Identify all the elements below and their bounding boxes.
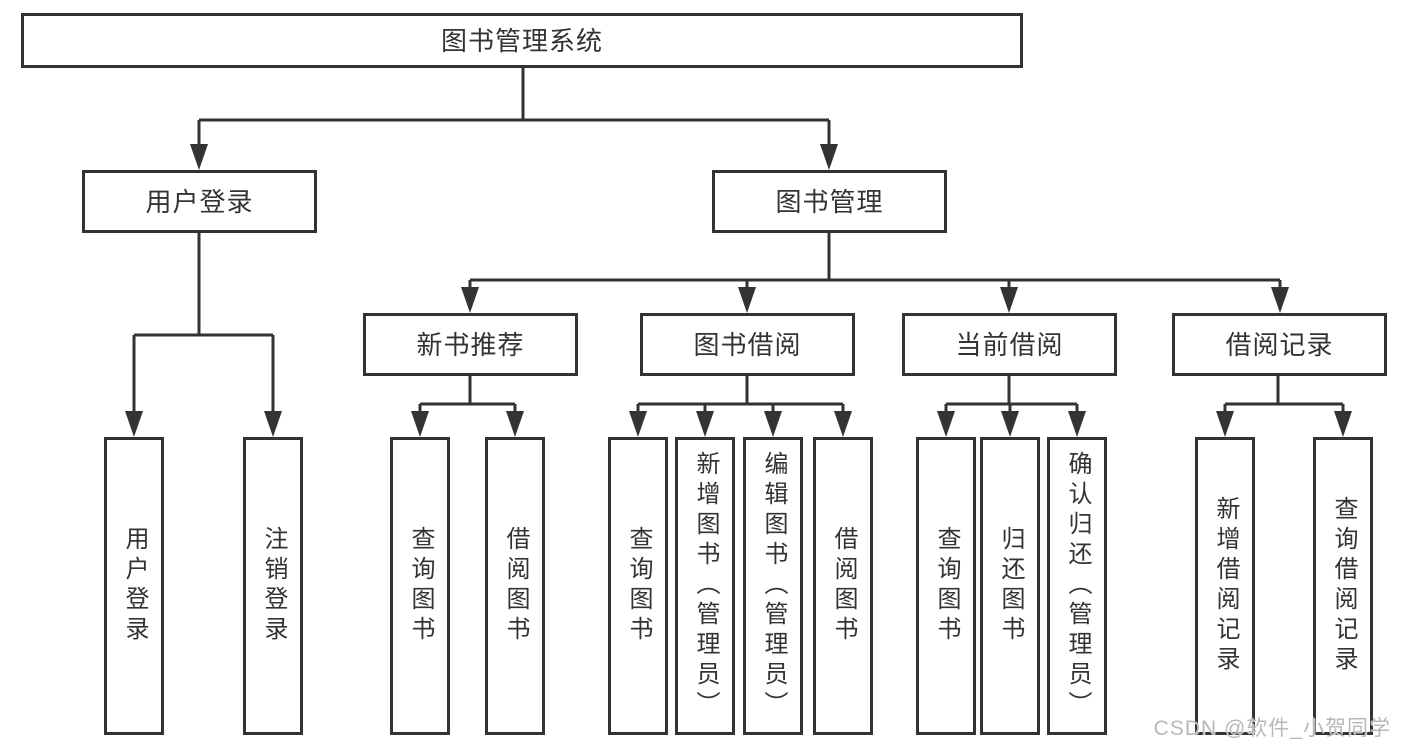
node-new-book-recommend: 新书推荐 <box>363 313 578 376</box>
node-library-management-system: 图书管理系统 <box>21 13 1023 68</box>
leaf-edit-book-admin: 编辑图书（管理员） <box>743 437 803 735</box>
leaf-query-books-1: 查询图书 <box>390 437 450 735</box>
leaf-borrow-books-2: 借阅图书 <box>813 437 873 735</box>
leaf-confirm-return-admin: 确认归还（管理员） <box>1047 437 1107 735</box>
leaf-user-login: 用户登录 <box>104 437 164 735</box>
leaf-borrow-books-1: 借阅图书 <box>485 437 545 735</box>
leaf-query-books-2: 查询图书 <box>608 437 668 735</box>
node-borrow-records: 借阅记录 <box>1172 313 1387 376</box>
watermark: CSDN @软件_小贺同学 <box>1153 717 1391 740</box>
leaf-return-book: 归还图书 <box>980 437 1040 735</box>
leaf-add-borrow-record: 新增借阅记录 <box>1195 437 1255 735</box>
node-current-borrow: 当前借阅 <box>902 313 1117 376</box>
node-user-login: 用户登录 <box>82 170 317 233</box>
leaf-add-book-admin: 新增图书（管理员） <box>675 437 735 735</box>
leaf-query-books-3: 查询图书 <box>916 437 976 735</box>
leaf-query-borrow-record: 查询借阅记录 <box>1313 437 1373 735</box>
node-book-management: 图书管理 <box>712 170 947 233</box>
node-book-borrow: 图书借阅 <box>640 313 855 376</box>
leaf-logout: 注销登录 <box>243 437 303 735</box>
